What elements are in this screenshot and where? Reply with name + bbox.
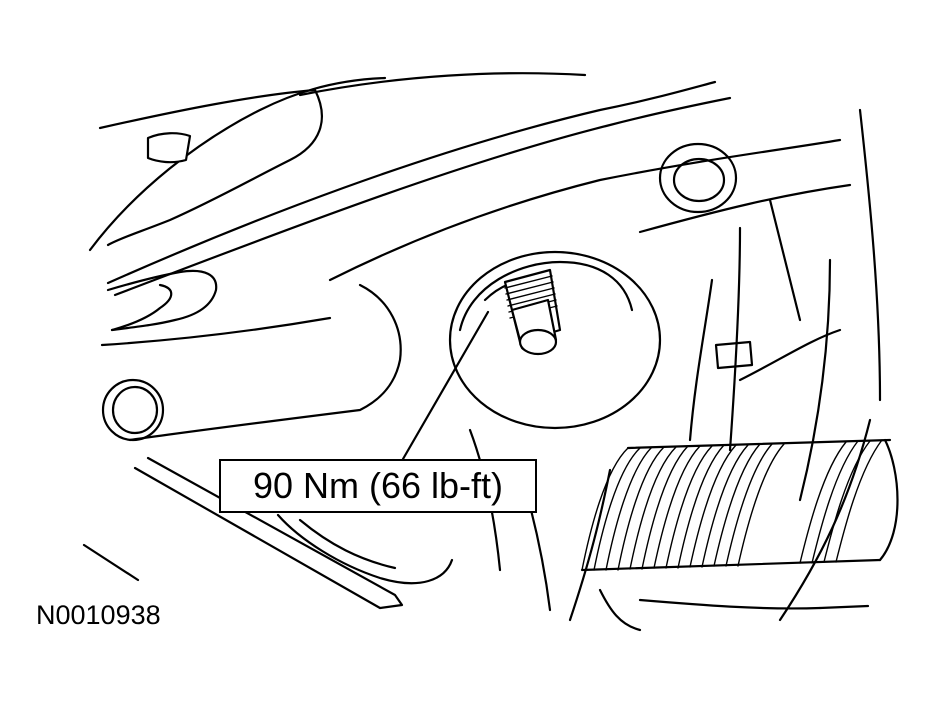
coil-spring <box>580 438 899 572</box>
torque-callout: 90 Nm (66 lb-ft) <box>219 459 537 513</box>
callout-leader-line <box>401 310 490 461</box>
threaded-stud <box>503 268 562 356</box>
upper-right-bolt-hole <box>658 142 738 214</box>
figure-code: N0010938 <box>36 600 161 630</box>
left-bolt-hole <box>101 378 165 442</box>
small-tab <box>146 132 192 164</box>
left-bracket <box>100 269 402 442</box>
upper-body-panel <box>88 72 852 297</box>
right-frame-members <box>688 108 882 622</box>
